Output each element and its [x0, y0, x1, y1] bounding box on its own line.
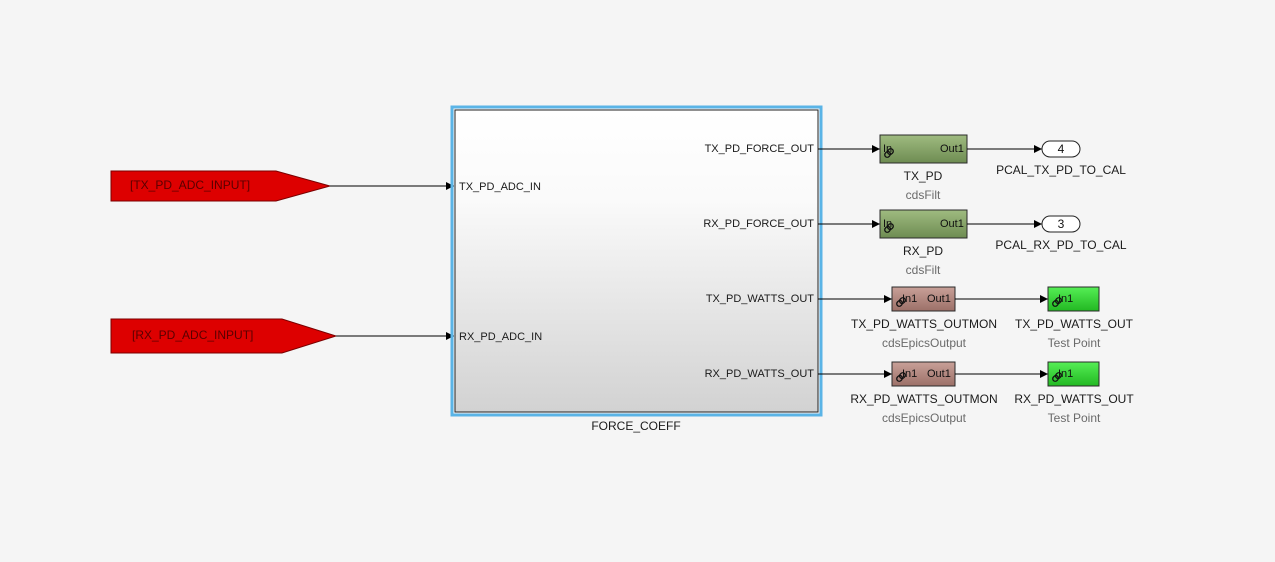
epics-tx-out-label: Out1 [927, 293, 951, 305]
epics-rx-out-label: Out1 [927, 368, 951, 380]
testpoint-tx-in-label: In1 [1058, 293, 1074, 305]
filt-rx-name: RX_PD [902, 244, 943, 258]
from-tag-tx[interactable] [110, 170, 332, 202]
epics-block-rx-watts-outmon[interactable] [891, 361, 956, 387]
subsystem-outport-label-tx-force: TX_PD_FORCE_OUT [704, 143, 814, 155]
link-icon [1052, 297, 1062, 307]
outport-3-name: PCAL_RX_PD_TO_CAL [995, 238, 1127, 252]
link-icon [884, 148, 894, 158]
link-icon [896, 372, 906, 382]
subsystem-selection-outline [450, 105, 823, 417]
filt-tx-in-label: In [883, 143, 893, 155]
epics-tx-name: TX_PD_WATTS_OUTMON [850, 317, 997, 331]
outport-3[interactable] [1041, 215, 1081, 233]
epics-rx-library: cdsEpicsOutput [881, 411, 967, 425]
filt-rx-library: cdsFilt [905, 263, 941, 277]
outport-4-name: PCAL_TX_PD_TO_CAL [996, 163, 1126, 177]
testpoint-tx-library: Test Point [1047, 336, 1101, 350]
epics-rx-in-label: In1 [902, 368, 918, 380]
from-tag-tx-label: [TX_PD_ADC_INPUT] [130, 178, 251, 192]
subsystem-inport-label-rx: RX_PD_ADC_IN [459, 331, 543, 343]
outport-3-number: 3 [1057, 217, 1065, 231]
subsystem-outport-label-rx-force: RX_PD_FORCE_OUT [703, 218, 814, 230]
epics-tx-in-label: In1 [902, 293, 918, 305]
testpoint-rx-library: Test Point [1047, 411, 1101, 425]
link-icon [884, 223, 894, 233]
outport-4-number: 4 [1057, 142, 1065, 156]
subsystem-inport-label-tx: TX_PD_ADC_IN [459, 181, 541, 193]
testpoint-rx-in-label: In1 [1058, 368, 1074, 380]
subsystem-block-force-coeff[interactable] [454, 109, 819, 413]
testpoint-rx-name: RX_PD_WATTS_OUT [1014, 392, 1134, 406]
outport-4[interactable] [1041, 140, 1081, 158]
filt-rx-out-label: Out1 [940, 218, 964, 230]
epics-rx-name: RX_PD_WATTS_OUTMON [850, 392, 998, 406]
filt-block-tx-pd[interactable] [879, 134, 968, 164]
subsystem-outport-label-tx-watts: TX_PD_WATTS_OUT [705, 293, 814, 305]
filt-tx-out-label: Out1 [940, 143, 964, 155]
filt-tx-name: TX_PD [903, 169, 943, 183]
from-tag-rx-label: [RX_PD_ADC_INPUT] [132, 328, 254, 342]
subsystem-name-label: FORCE_COEFF [591, 419, 681, 433]
epics-block-tx-watts-outmon[interactable] [891, 286, 956, 312]
from-tag-rx[interactable] [110, 318, 338, 354]
filt-rx-in-label: In [883, 218, 893, 230]
link-icon [1052, 372, 1062, 382]
link-icon [896, 297, 906, 307]
subsystem-outport-label-rx-watts: RX_PD_WATTS_OUT [704, 368, 814, 380]
epics-tx-library: cdsEpicsOutput [881, 336, 967, 350]
testpoint-tx-name: TX_PD_WATTS_OUT [1014, 317, 1133, 331]
filt-tx-library: cdsFilt [905, 188, 941, 202]
